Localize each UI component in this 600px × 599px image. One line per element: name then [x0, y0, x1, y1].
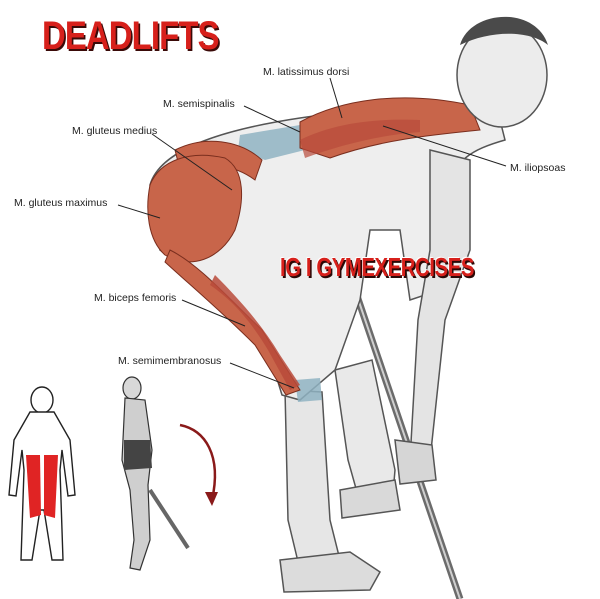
- arrow-head: [205, 492, 218, 506]
- leader-lines: [117, 77, 507, 389]
- small-barbell: [148, 488, 190, 550]
- watermark-text: IG I GYMEXERCISES: [280, 252, 474, 282]
- gluteus-maximus-muscle: [147, 154, 243, 263]
- semispinalis-muscle: [300, 119, 420, 158]
- side-view-figure: [121, 376, 190, 571]
- shorts: [124, 440, 152, 470]
- label-semimembranosus: M. semimembranosus: [118, 355, 222, 367]
- hamstring-marker-right: [44, 455, 58, 518]
- hamstring-marker-left: [26, 455, 41, 518]
- label-biceps-femoris: M. biceps femoris: [94, 292, 177, 304]
- back-view-figure: [8, 386, 76, 561]
- hand: [394, 439, 437, 485]
- semimembranosus-muscle: [210, 275, 300, 390]
- label-gluteus-medius: M. gluteus medius: [72, 125, 158, 137]
- rear-leg: [284, 389, 341, 571]
- biceps-femoris-muscle: [164, 249, 301, 396]
- movement-arrow: [179, 423, 217, 501]
- rear-foot: [279, 551, 381, 593]
- front-foot: [339, 479, 401, 519]
- knee-fascia: [295, 378, 322, 402]
- label-semispinalis: M. semispinalis: [163, 98, 235, 110]
- hair: [460, 16, 548, 45]
- thoracolumbar-fascia: [238, 125, 305, 160]
- label-iliopsoas: M. iliopsoas: [510, 162, 566, 174]
- label-latissimus-dorsi: M. latissimus dorsi: [263, 66, 350, 78]
- label-gluteus-maximus: M. gluteus maximus: [14, 197, 108, 209]
- page-title: DEADLIFTS: [42, 14, 219, 58]
